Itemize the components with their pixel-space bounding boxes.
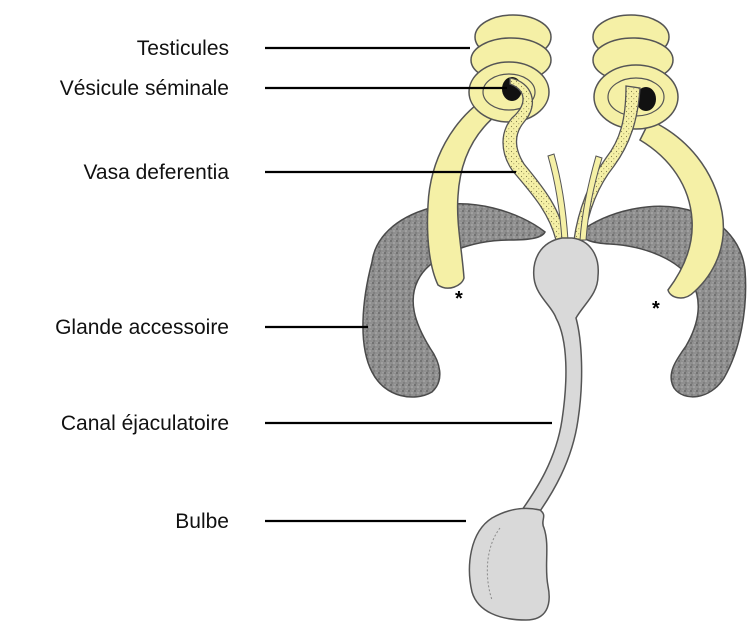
label-vesicule-seminale: Vésicule séminale	[60, 77, 229, 100]
label-canal-ejaculatoire: Canal éjaculatoire	[61, 412, 229, 435]
bulb	[469, 508, 549, 620]
marker-right: *	[652, 298, 660, 320]
label-vasa-deferentia: Vasa deferentia	[83, 161, 229, 184]
label-testicules: Testicules	[137, 37, 229, 60]
marker-left: *	[455, 288, 463, 310]
left-horn-tube	[427, 96, 500, 288]
label-bulbe: Bulbe	[175, 510, 229, 533]
label-glande-accessoire: Glande accessoire	[55, 316, 229, 339]
testis-left	[469, 15, 551, 122]
ejaculatory-duct	[522, 238, 598, 514]
